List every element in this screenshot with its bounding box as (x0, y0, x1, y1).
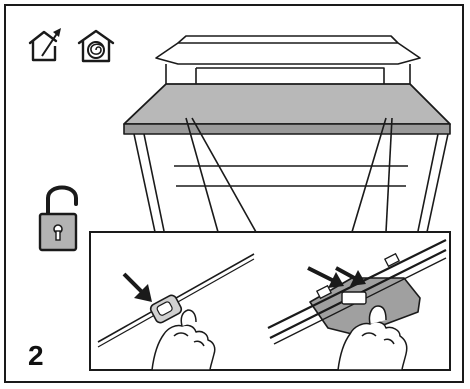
house-with-swirl-icon (76, 28, 116, 64)
step-number: 2 (28, 342, 44, 370)
shelf-plate (124, 84, 450, 134)
callout-lines (186, 118, 392, 232)
house-with-arrow-icon (26, 26, 66, 64)
unlocked-padlock-icon (36, 178, 84, 254)
instruction-frame: 2 (4, 4, 464, 383)
appliance-body (134, 36, 448, 246)
